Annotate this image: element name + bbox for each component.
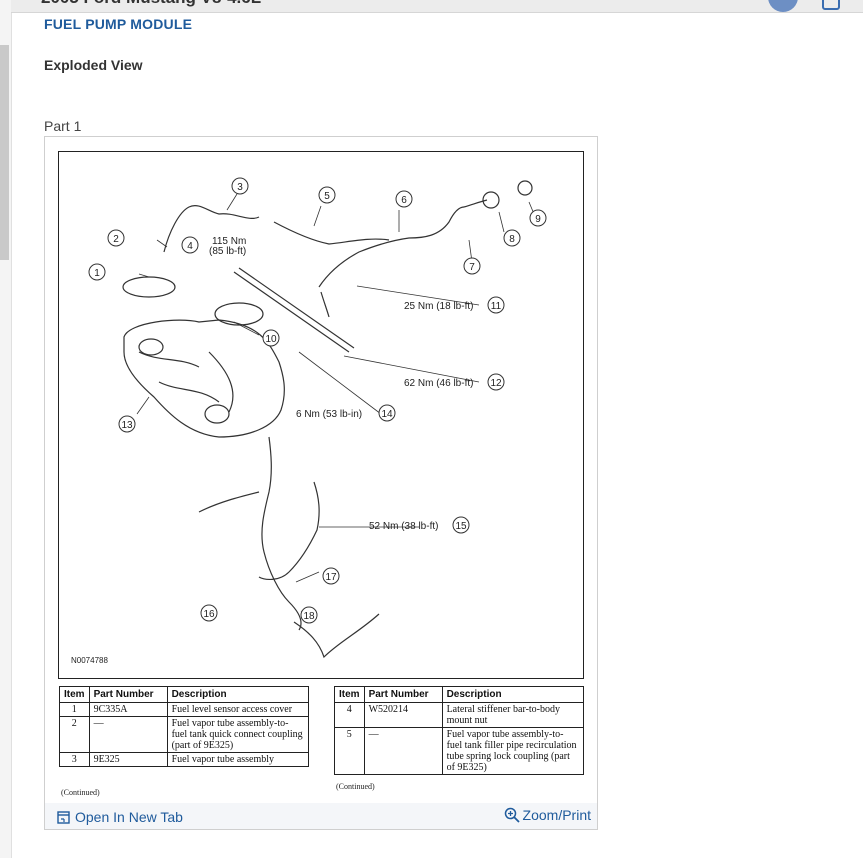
table-row: 5 — Fuel vapor tube assembly-to-fuel tan… [334,727,585,775]
callout-10: 10 [262,329,280,347]
callout-18: 18 [300,606,318,624]
lower-tube-17 [258,481,320,580]
parts-table-right: Item Part Number Description 4 W520214 L… [334,686,585,775]
svg-text:4: 4 [187,241,193,252]
callout-5: 5 [318,186,336,204]
left-scrollbar[interactable] [0,0,12,858]
torque-labels: 115 Nm (85 lb-ft) 25 Nm (18 lb-ft) 62 Nm… [209,236,473,532]
table-row: 2 — Fuel vapor tube assembly-to-fuel tan… [59,716,310,753]
svg-text:5: 5 [324,191,330,202]
continued-note-left: (Continued) [61,788,100,797]
fuel-system-illustration: 1 2 3 4 5 6 7 8 9 10 11 12 13 14 15 16 1… [88,177,547,659]
vehicle-title: 2005 Ford Mustang V8-4.6L [41,0,261,8]
table-row: 3 9E325 Fuel vapor tube assembly [59,752,310,767]
zoom-print-label: Zoom/Print [522,807,591,823]
callout-13: 13 [118,415,136,433]
magnifier-plus-icon [504,807,520,823]
callout-17: 17 [322,567,340,585]
svg-text:16: 16 [203,609,215,620]
svg-text:18: 18 [303,611,315,622]
svg-text:3: 3 [237,182,243,193]
svg-text:7: 7 [469,262,475,273]
bookmark-icon[interactable] [822,0,840,10]
diagram-code: N0074788 [71,656,108,665]
callout-14: 14 [378,404,396,422]
torque-4-nm: 115 Nm [212,236,246,247]
col-header-item: Item [59,686,90,703]
table-row: 4 W520214 Lateral stiffener bar-to-body … [334,702,585,728]
part-label: Part 1 [44,118,82,134]
filler-cap-9 [517,180,533,196]
col-header-part-number: Part Number [88,686,168,703]
callout-group: 1 2 3 4 5 6 7 8 9 10 11 12 13 14 15 16 1… [88,177,547,624]
col-header-part-number: Part Number [363,686,443,703]
scrollbar-thumb[interactable] [0,45,9,260]
callout-1: 1 [88,263,106,281]
svg-text:17: 17 [325,572,337,583]
filler-pipe [318,206,465,288]
parts-table-left: Item Part Number Description 1 9C335A Fu… [59,686,310,767]
view-title: Exploded View [44,57,143,73]
continued-note-right: (Continued) [336,782,375,791]
figure-footer: Open In New Tab Zoom/Print [45,803,597,829]
torque-15: 52 Nm (38 lb-ft) [369,521,438,532]
filler-cap-8 [482,191,500,209]
callout-12: 12 [487,373,505,391]
svg-text:11: 11 [491,301,502,312]
svg-text:1: 1 [94,268,100,279]
callout-2: 2 [107,229,125,247]
sender-access-cover-10 [214,302,264,326]
user-avatar[interactable] [768,0,798,12]
svg-text:9: 9 [535,214,541,225]
svg-text:15: 15 [455,521,467,532]
svg-text:14: 14 [381,409,393,420]
torque-14: 6 Nm (53 lb-in) [296,409,362,420]
svg-text:6: 6 [401,195,407,206]
top-header-bar: 2005 Ford Mustang V8-4.6L [11,0,863,13]
exploded-diagram: 1 2 3 4 5 6 7 8 9 10 11 12 13 14 15 16 1… [58,151,584,679]
callout-16: 16 [200,604,218,622]
table-row: 1 9C335A Fuel level sensor access cover [59,702,310,717]
pump-flange [138,338,164,356]
col-header-item: Item [334,686,365,703]
svg-text:2: 2 [113,234,119,245]
col-header-description: Description [441,686,585,703]
figure-card: 1 2 3 4 5 6 7 8 9 10 11 12 13 14 15 16 1… [44,136,598,830]
open-in-new-tab-label: Open In New Tab [75,809,183,825]
col-header-description: Description [166,686,310,703]
callout-4: 4 [181,236,199,254]
svg-text:13: 13 [121,420,133,431]
callout-9: 9 [529,209,547,227]
stiffener-bar [233,267,355,353]
open-in-new-tab-icon [57,810,70,824]
callout-3: 3 [231,177,249,195]
sender-access-cover-1 [122,276,176,298]
lower-tube-18 [293,613,380,659]
pump-flange-2 [204,404,230,424]
svg-text:10: 10 [265,334,277,345]
zoom-print-link[interactable]: Zoom/Print [504,807,591,823]
lower-tube-16 [261,436,302,631]
torque-11: 25 Nm (18 lb-ft) [404,301,473,312]
torque-4-lbft: (85 lb-ft) [209,246,246,257]
section-title: FUEL PUMP MODULE [44,16,193,32]
callout-6: 6 [395,190,413,208]
callout-15: 15 [452,516,470,534]
open-in-new-tab-link[interactable]: Open In New Tab [57,809,183,825]
svg-text:12: 12 [490,378,502,389]
callout-7: 7 [463,257,481,275]
callout-8: 8 [503,229,521,247]
vapor-tube [163,205,260,253]
fuel-tank-shape [123,319,285,438]
svg-text:8: 8 [509,234,515,245]
torque-12: 62 Nm (46 lb-ft) [404,378,473,389]
callout-11: 11 [487,296,505,314]
